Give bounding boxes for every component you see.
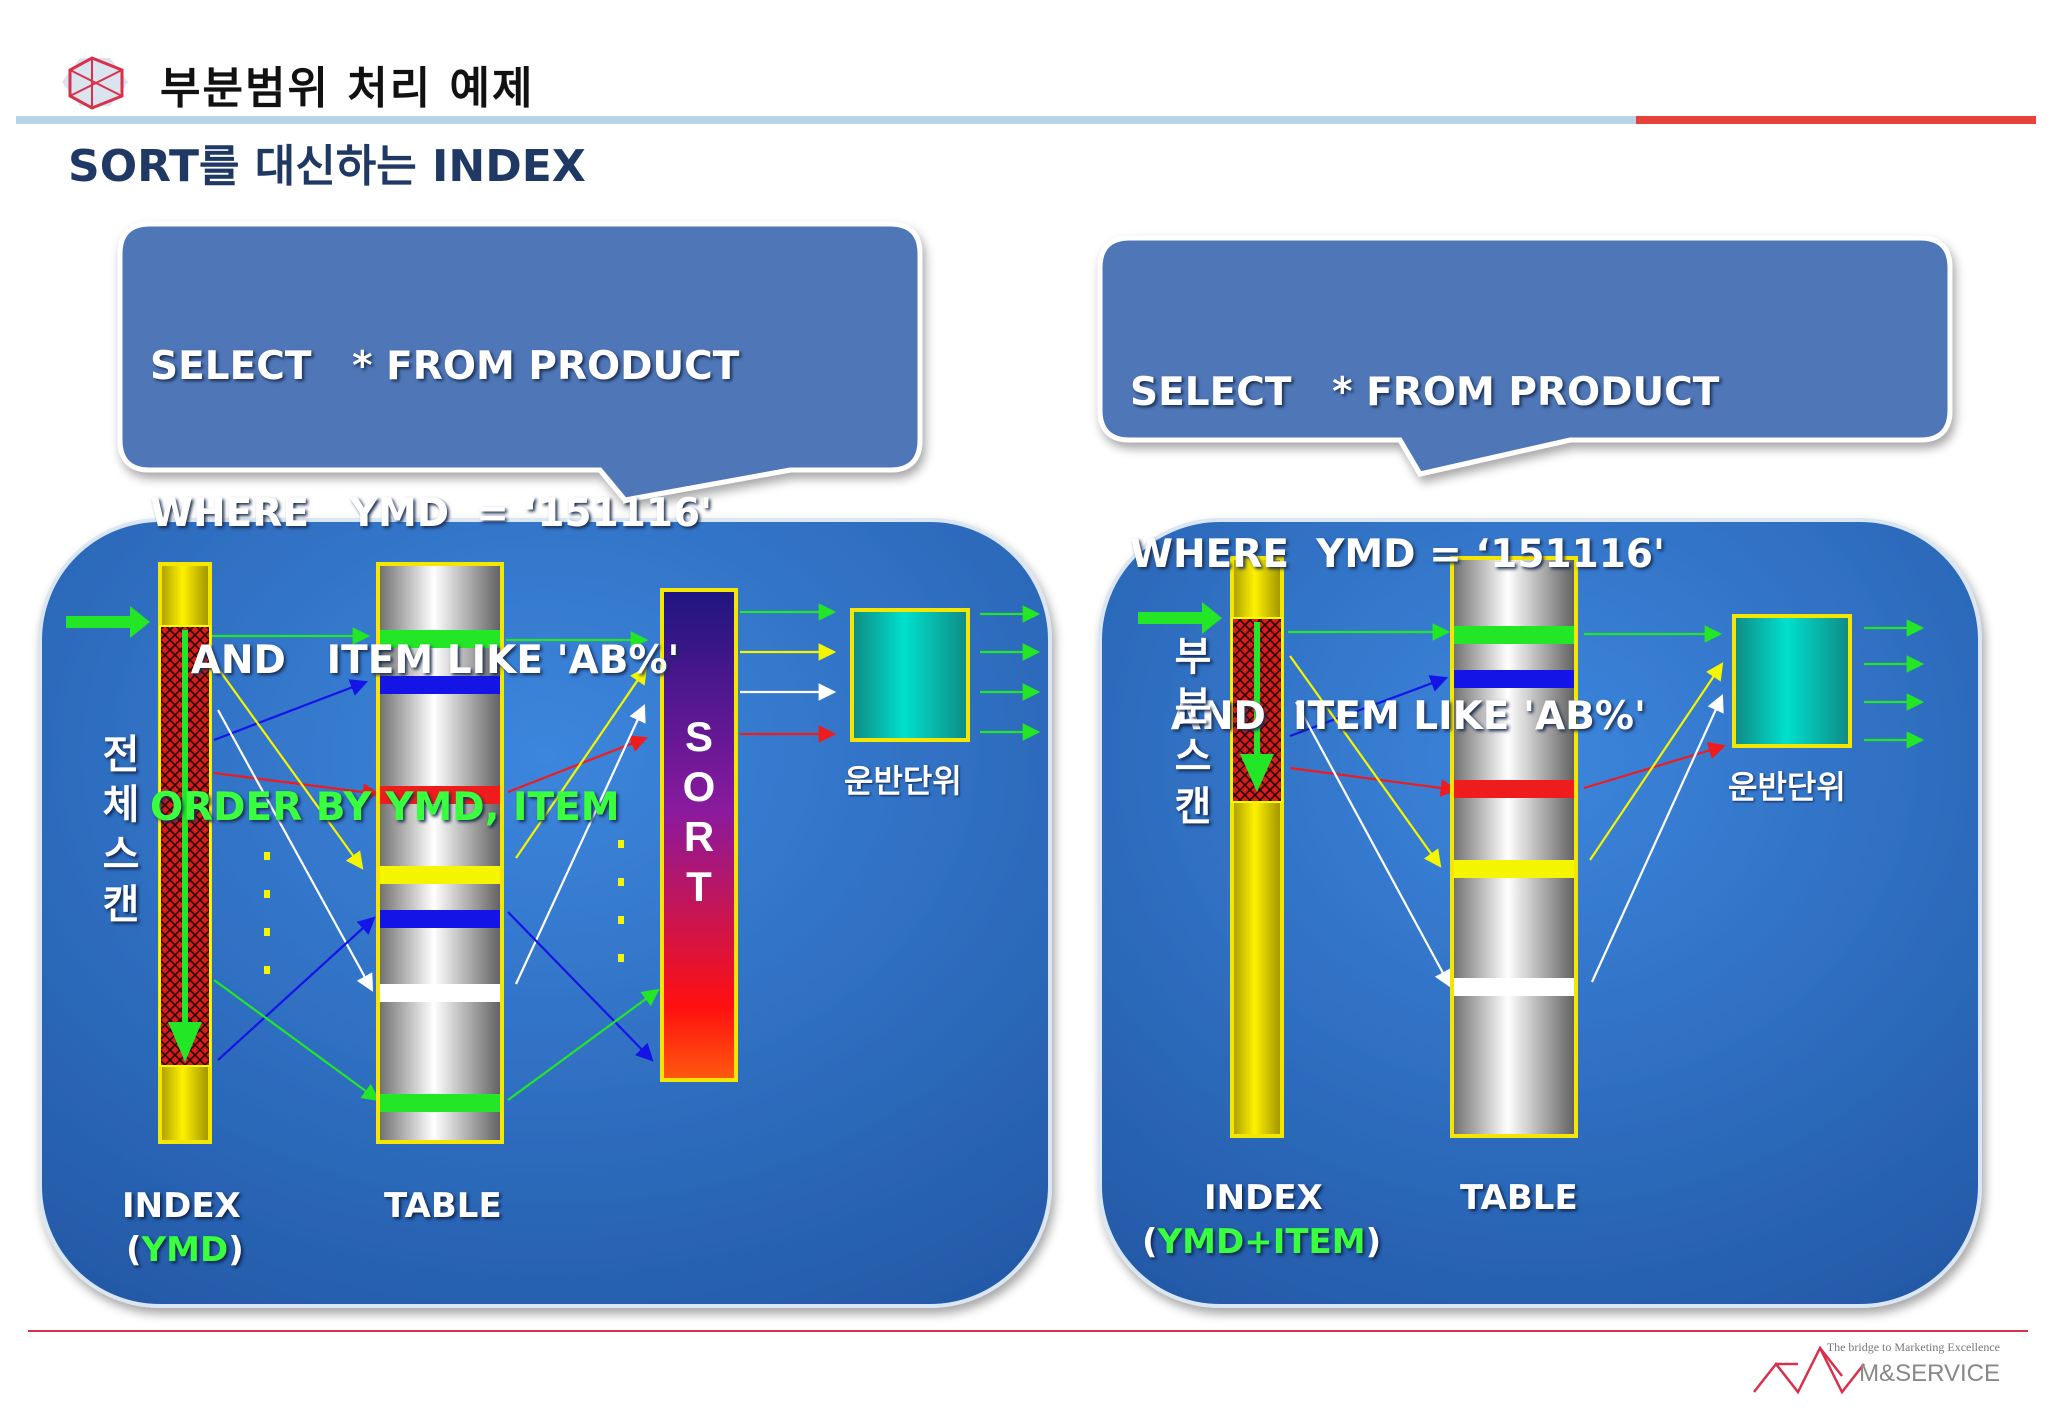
right-sql-line-2: WHERE YMD = ‘151116' [1130,532,1665,577]
right-access-arrows [1288,619,1925,988]
header-rule-red [1636,116,2036,124]
left-entry-arrow-icon [66,606,150,638]
sort-letter: T [686,863,712,910]
left-scan-char: 체 [102,782,140,828]
right-sql-callout [1097,235,1953,477]
paren: ( [126,1230,142,1270]
left-scan-char: 전 [102,732,140,778]
left-index-column [158,562,212,1144]
left-ellipsis-dots [264,840,624,974]
left-table-label: TABLE [384,1186,502,1226]
sort-letter: O [682,763,716,810]
header-rule-blue [16,116,1636,124]
left-sql-callout [117,221,923,503]
paren: ) [1365,1222,1382,1262]
paren: ( [1142,1222,1158,1262]
header-logo-icon [62,56,128,110]
right-scan-char: 스 [1174,734,1212,780]
left-output-box [850,608,970,742]
footer-brand: M&SERVICE [1859,1360,2000,1387]
sort-box [660,588,738,1082]
footer-logo-icon [1753,1345,1865,1395]
right-index-column [1230,556,1284,1138]
sort-label: S O R T [674,712,724,912]
left-scan-char: 스 [102,832,140,878]
right-entry-arrow-icon [1138,602,1222,634]
left-sql-order-by: ORDER BY YMD, ITEM [150,785,620,830]
right-index-label: INDEX [1204,1178,1323,1218]
right-table-label: TABLE [1460,1178,1578,1218]
footer-rule [28,1330,2028,1332]
right-scan-label: 부 분 스 캔 [1168,632,1218,832]
right-sql-text: SELECT * FROM PRODUCT WHERE YMD = ‘15111… [1130,258,1719,798]
left-sql-line-1: SELECT * FROM PRODUCT [150,344,740,389]
sort-letter: R [683,813,715,860]
left-sql-line-3: AND ITEM LIKE 'AB%' [150,638,680,683]
paren: ) [228,1230,244,1270]
page-subtitle: SORT를 대신하는 INDEX [68,141,586,192]
right-output-box [1732,614,1852,748]
left-sql-text: SELECT * FROM PRODUCT WHERE YMD = ‘15111… [150,244,739,881]
footer-tagline: The bridge to Marketing Excellence [1826,1340,2000,1354]
left-unit-label: 운반단위 [844,762,962,800]
right-unit-label: 운반단위 [1728,768,1846,806]
left-index-label: INDEX [122,1186,241,1226]
left-diagram-panel [38,518,1052,1308]
right-index-key: (YMD+ITEM) [1142,1222,1381,1262]
left-sql-line-2: WHERE YMD = ‘151116' [150,491,713,536]
left-scan-label: 전 체 스 캔 [96,730,146,930]
sort-letter: S [684,713,713,760]
right-table-column [1450,556,1578,1138]
left-scan-char: 캔 [102,882,140,928]
right-scan-char: 캔 [1174,784,1212,830]
right-scan-char: 부 [1174,634,1212,680]
left-index-key: (YMD) [126,1230,244,1270]
right-sql-line-3: AND ITEM LIKE 'AB%' [1130,694,1646,739]
right-index-key-name: YMD+ITEM [1157,1222,1366,1262]
right-sql-line-1: SELECT * FROM PRODUCT [1130,370,1720,415]
left-index-key-name: YMD [141,1230,229,1270]
left-access-arrows [211,603,1041,1102]
right-scan-char: 분 [1174,684,1212,730]
page-title: 부분범위 처리 예제 [160,63,535,114]
left-table-column [376,562,504,1144]
